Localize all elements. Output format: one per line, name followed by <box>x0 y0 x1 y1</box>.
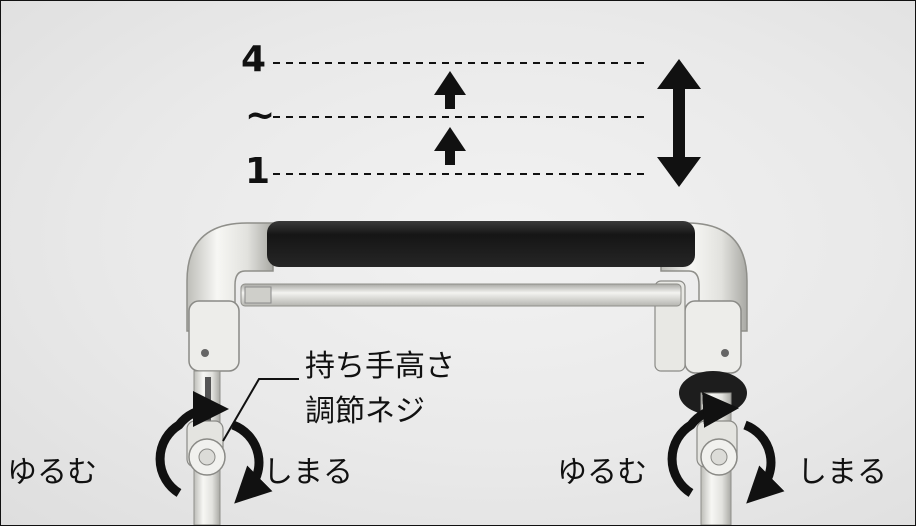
level-lines <box>273 62 647 175</box>
callout-line-2: 調節ネジ <box>305 394 425 429</box>
right-adjustment-knob <box>696 420 738 476</box>
right-tighten-label: しまる <box>797 455 887 490</box>
double-arrow-icon <box>657 59 701 187</box>
left-tighten-label: しまる <box>263 455 353 490</box>
rotate-arrow-icon <box>743 420 785 504</box>
left-adjustment-knob <box>186 420 226 476</box>
grip <box>267 221 695 267</box>
level-label-1: 1 <box>245 151 271 192</box>
right-joint <box>684 300 742 374</box>
rotate-arrow-icon <box>667 391 739 497</box>
level-label-range: ~ <box>245 95 276 136</box>
rotate-arrow-icon <box>231 420 273 504</box>
level-label-4: 4 <box>241 39 267 80</box>
callout-leader <box>222 378 299 442</box>
callout-line-1: 持ち手高さ <box>305 349 455 384</box>
left-loosen-label: ゆるむ <box>7 455 97 490</box>
up-arrow-icon <box>434 127 466 165</box>
right-loosen-label: ゆるむ <box>557 455 647 490</box>
cross-rod <box>240 283 682 307</box>
left-joint <box>188 300 240 372</box>
up-arrow-icon <box>434 71 466 109</box>
rotate-arrow-icon <box>155 391 229 497</box>
